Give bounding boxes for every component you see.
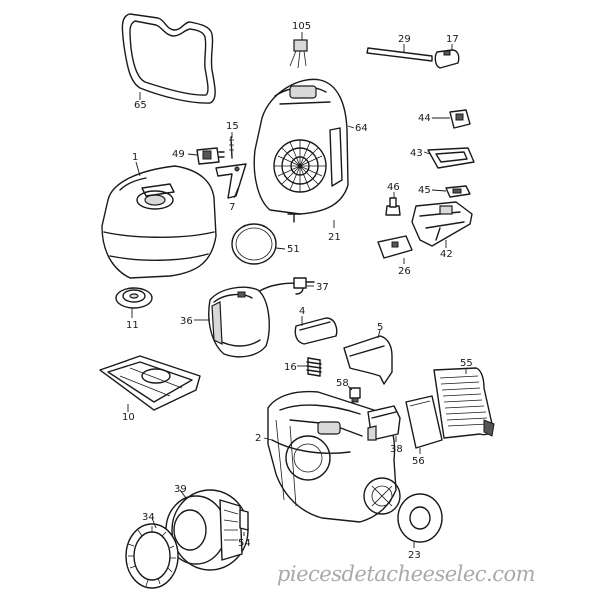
label-part-26: 26 <box>398 266 411 277</box>
label-part-64: 64 <box>355 123 368 134</box>
label-part-1: 1 <box>132 152 138 163</box>
label-part-15: 15 <box>226 121 239 132</box>
part-17-cap <box>434 49 460 69</box>
label-part-39: 39 <box>174 484 187 495</box>
part-38-holder <box>367 405 401 441</box>
part-5-cover <box>343 335 393 385</box>
part-labels: 65 105 29 17 64 15 49 1 7 44 43 46 45 21… <box>122 21 473 561</box>
label-part-49: 49 <box>172 149 185 160</box>
part-105-connector <box>289 39 308 69</box>
part-65-gasket <box>121 13 216 104</box>
part-46-pin <box>385 197 401 216</box>
label-part-51: 51 <box>287 244 300 255</box>
label-part-17: 17 <box>446 34 459 45</box>
label-part-4: 4 <box>299 306 305 317</box>
label-part-46: 46 <box>387 182 400 193</box>
part-42-latch-assembly <box>411 201 473 247</box>
part-1-top-cover <box>101 165 217 279</box>
part-2-main-body <box>267 390 401 523</box>
part-21-screw <box>287 213 301 223</box>
part-45-plate <box>445 185 471 198</box>
label-part-16: 16 <box>284 362 297 373</box>
part-16-spring <box>306 357 322 377</box>
label-part-43: 43 <box>410 148 423 159</box>
part-11-wheel <box>115 287 153 309</box>
part-56-flat-filter <box>405 395 443 449</box>
label-part-29: 29 <box>398 34 411 45</box>
part-23-disc <box>397 493 443 543</box>
part-15-screw <box>229 136 234 159</box>
part-7-bracket <box>215 163 247 199</box>
part-58-button <box>349 387 361 403</box>
part-4-lid <box>294 317 338 345</box>
label-part-45: 45 <box>418 185 431 196</box>
label-part-54: 54 <box>238 538 251 549</box>
label-part-21: 21 <box>328 232 341 243</box>
part-51-disc <box>231 223 277 265</box>
label-part-23: 23 <box>408 550 421 561</box>
leader-lines <box>127 32 467 548</box>
label-part-55: 55 <box>460 358 473 369</box>
label-part-5: 5 <box>377 322 383 333</box>
part-34-ring <box>125 523 179 589</box>
label-part-44: 44 <box>418 113 431 124</box>
part-26-plate <box>377 235 413 259</box>
label-part-7: 7 <box>229 202 235 213</box>
part-29-rod <box>366 47 433 62</box>
part-39-motor <box>165 489 249 571</box>
label-part-58: 58 <box>336 378 349 389</box>
label-part-65: 65 <box>134 100 147 111</box>
part-36-reel <box>208 286 270 358</box>
part-64-rear-housing <box>253 78 349 215</box>
part-49-switch <box>196 147 225 165</box>
watermark-text: piecesdetacheeselec.com <box>276 562 536 586</box>
part-55-grille <box>433 367 495 439</box>
part-37-cable <box>257 277 315 295</box>
label-part-34: 34 <box>142 512 155 523</box>
label-part-11: 11 <box>126 320 139 331</box>
part-54-shaft <box>239 509 249 531</box>
label-part-38: 38 <box>390 444 403 455</box>
label-part-2: 2 <box>255 433 261 444</box>
part-43-latch <box>427 147 475 169</box>
label-part-36: 36 <box>180 316 193 327</box>
label-part-42: 42 <box>440 249 453 260</box>
label-part-37: 37 <box>316 282 329 293</box>
part-10-filter-plate <box>99 355 201 411</box>
label-part-105: 105 <box>292 21 311 32</box>
label-part-10: 10 <box>122 412 135 423</box>
label-part-56: 56 <box>412 456 425 467</box>
part-44-clip <box>449 109 471 129</box>
